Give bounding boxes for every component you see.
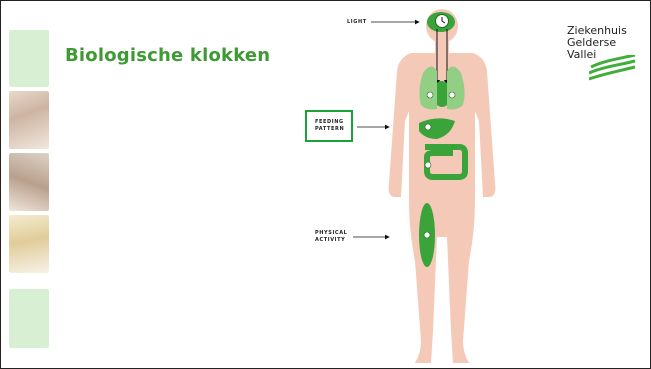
human-silhouette — [389, 9, 496, 363]
label-physical-line-1: PHYSICAL — [315, 230, 347, 237]
label-feeding-line-2: PATTERN — [315, 126, 344, 133]
clock-icon — [425, 162, 431, 168]
clock-icon — [436, 15, 449, 28]
label-light: LIGHT — [347, 19, 367, 26]
label-physical-line-2: ACTIVITY — [315, 237, 347, 244]
clock-icon — [425, 124, 431, 130]
label-feeding: FEEDING PATTERN — [315, 119, 344, 132]
clock-icon — [449, 92, 455, 98]
clock-icon — [424, 232, 430, 238]
label-physical-activity: PHYSICAL ACTIVITY — [315, 230, 347, 243]
clock-icon — [427, 92, 433, 98]
label-feeding-line-1: FEEDING — [315, 119, 344, 126]
